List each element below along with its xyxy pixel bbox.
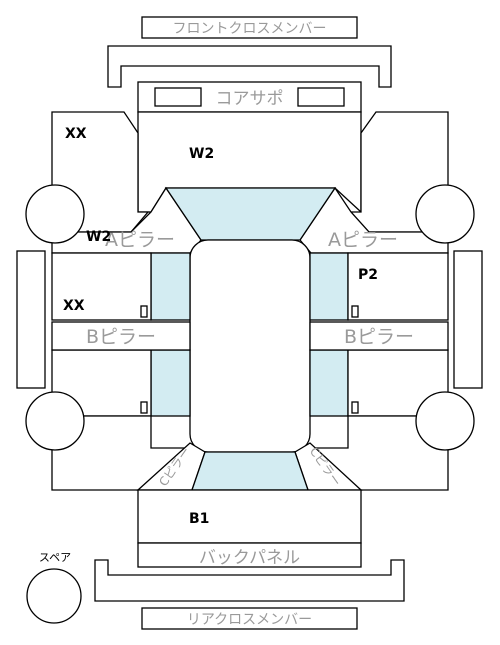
left-rear-window[interactable] — [150, 349, 191, 417]
right-headlight[interactable] — [297, 87, 345, 107]
trunk[interactable] — [137, 489, 362, 544]
right-front-door-handle — [351, 305, 359, 318]
left-door-mark: XX — [63, 298, 85, 314]
back-panel-box[interactable] — [137, 542, 362, 568]
right-rear-wheel[interactable] — [415, 391, 475, 451]
core-support-label: コアサポ — [216, 89, 284, 109]
right-rear-window[interactable] — [309, 349, 349, 417]
hood-mark: W2 — [189, 146, 214, 162]
right-door-mark: P2 — [358, 267, 378, 283]
front-bumper[interactable] — [107, 45, 392, 88]
left-front-fender-mark: XX — [65, 126, 87, 142]
left-side-sill[interactable] — [16, 250, 46, 389]
windshield[interactable] — [164, 187, 337, 241]
left-front-door-handle — [140, 305, 148, 318]
spare-label: スペア — [39, 551, 71, 564]
left-front-door[interactable] — [51, 252, 152, 321]
left-front-window[interactable] — [150, 252, 191, 321]
rear-cross-member-label: リアクロスメンバー — [187, 612, 312, 628]
back-panel-label: バックパネル — [199, 548, 300, 568]
right-front-window[interactable] — [309, 252, 349, 321]
left-b-pillar[interactable] — [51, 321, 191, 351]
left-headlight[interactable] — [154, 87, 202, 107]
rear-cross-member-box[interactable] — [141, 607, 358, 630]
left-rear-door-handle — [140, 401, 148, 414]
roof[interactable] — [189, 239, 311, 453]
left-front-wheel[interactable] — [25, 184, 85, 244]
front-cross-member-label: フロントクロスメンバー — [173, 21, 327, 37]
right-b-pillar[interactable] — [309, 321, 449, 351]
rear-bumper[interactable] — [94, 559, 405, 602]
left-b-pillar-label: Bピラー — [86, 326, 156, 348]
left-a-pillar-mark: W2 — [86, 229, 111, 245]
front-cross-member-box[interactable] — [141, 16, 358, 39]
right-side-sill[interactable] — [453, 250, 483, 389]
right-rear-door-handle — [351, 401, 359, 414]
rear-window[interactable] — [191, 451, 309, 491]
right-a-pillar-label: Aピラー — [328, 229, 398, 251]
right-b-pillar-label: Bピラー — [344, 326, 414, 348]
right-front-wheel[interactable] — [415, 184, 475, 244]
spare-tire[interactable] — [26, 568, 82, 624]
trunk-mark: B1 — [189, 511, 209, 527]
left-rear-wheel[interactable] — [25, 391, 85, 451]
left-a-pillar-label: Aピラー — [105, 229, 175, 251]
right-front-door[interactable] — [347, 252, 449, 321]
